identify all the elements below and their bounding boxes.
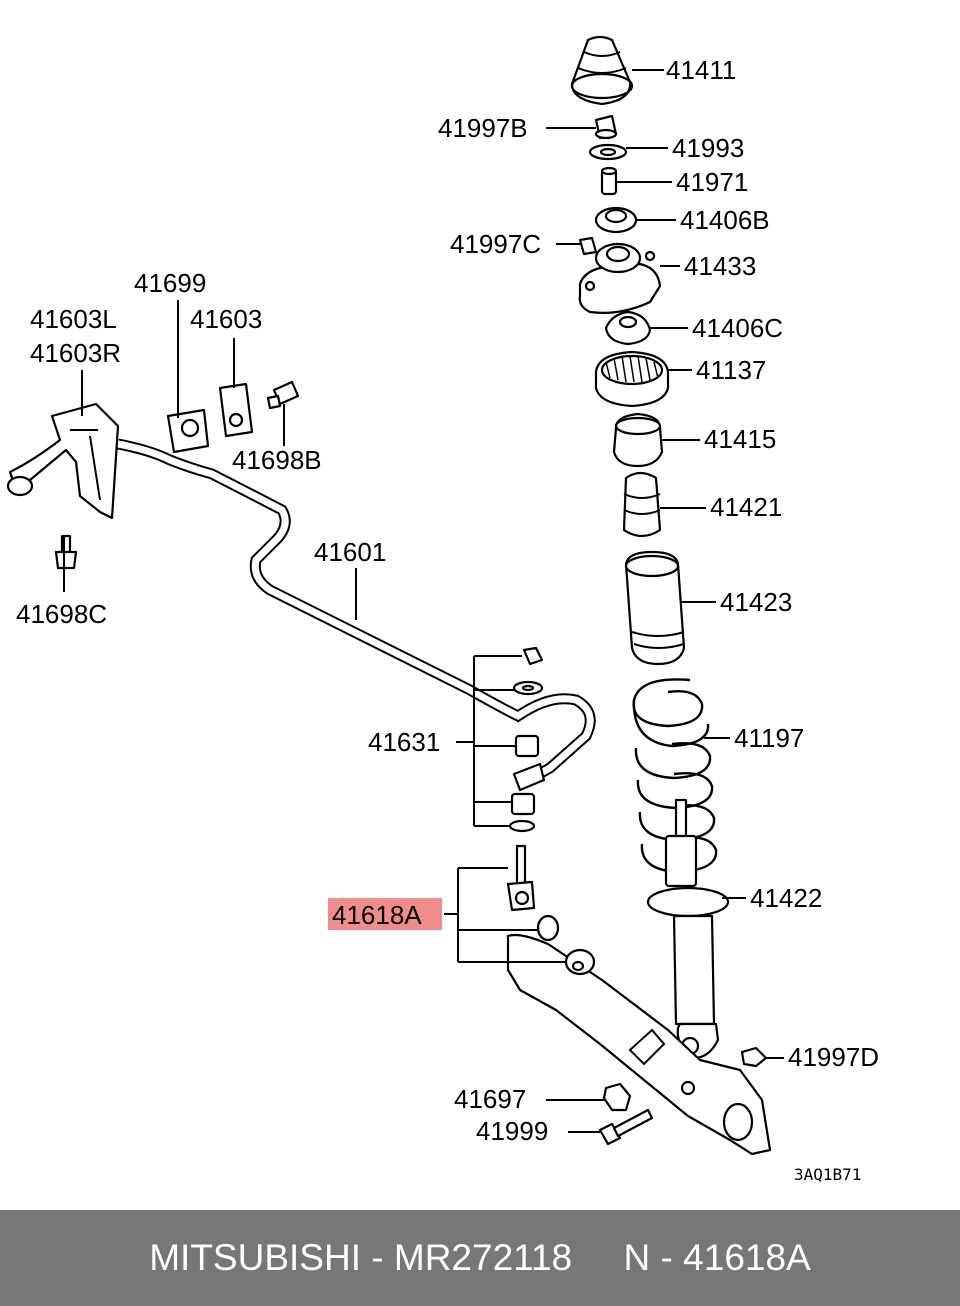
footer-part-number: MR272118 bbox=[393, 1237, 573, 1278]
footer-ref: 41618A bbox=[683, 1237, 811, 1278]
label-41999: 41999 bbox=[476, 1116, 548, 1146]
part-41699-bushing bbox=[166, 408, 210, 454]
label-41603: 41603 bbox=[190, 304, 262, 334]
part-41406C-bushing bbox=[604, 310, 652, 346]
part-41997D-nut bbox=[740, 1046, 768, 1068]
part-41997C-nut bbox=[578, 236, 598, 256]
leader-lines bbox=[63, 69, 784, 1133]
label-41433: 41433 bbox=[684, 251, 756, 281]
label-41601: 41601 bbox=[314, 537, 386, 567]
part-labels: 41411 41997B 41993 41971 41406B 41997C 4… bbox=[16, 55, 879, 1184]
label-41421: 41421 bbox=[710, 492, 782, 522]
footer-bar: MITSUBISHI - MR272118 N - 41618A bbox=[0, 1210, 960, 1306]
part-41993-washer bbox=[588, 143, 628, 161]
label-41697: 41697 bbox=[454, 1084, 526, 1114]
footer-separator-2: - bbox=[650, 1237, 684, 1278]
footer-gap bbox=[572, 1237, 623, 1279]
part-41971-collar bbox=[600, 166, 618, 196]
part-41422-shock bbox=[646, 798, 730, 1060]
part-41411-cap bbox=[570, 35, 634, 106]
part-41603-clamp bbox=[218, 382, 254, 438]
part-41406B-bushing bbox=[594, 206, 638, 234]
part-41997B-nut bbox=[594, 114, 618, 140]
label-41699: 41699 bbox=[134, 268, 206, 298]
part-41197-spring bbox=[632, 678, 718, 874]
label-41422: 41422 bbox=[750, 883, 822, 913]
part-41423-dustcover bbox=[624, 550, 686, 666]
label-41197: 41197 bbox=[734, 723, 804, 753]
part-41999-bolt bbox=[598, 1108, 654, 1146]
label-41423: 41423 bbox=[720, 587, 792, 617]
label-41993: 41993 bbox=[672, 133, 744, 163]
footer-brand: MITSUBISHI bbox=[149, 1237, 361, 1278]
label-41137: 41137 bbox=[696, 355, 766, 385]
label-41997B: 41997B bbox=[438, 113, 528, 143]
parts-diagram: 41411 41997B 41993 41971 41406B 41997C 4… bbox=[6, 35, 879, 1184]
diagram-code: 3AQ1B71 bbox=[794, 1165, 861, 1184]
part-41421-bumpstop bbox=[622, 471, 662, 538]
label-41603R: 41603R bbox=[30, 338, 121, 368]
label-41997C: 41997C bbox=[450, 229, 541, 259]
part-41603L-bracket bbox=[6, 402, 120, 520]
part-knuckle-arm bbox=[506, 933, 772, 1156]
part-41698C-bolt bbox=[54, 534, 78, 570]
highlight-41618A bbox=[328, 898, 442, 930]
label-41406C: 41406C bbox=[692, 313, 783, 343]
label-41971: 41971 bbox=[676, 167, 748, 197]
part-41601-stabilizer-bar bbox=[116, 438, 596, 785]
part-41137-bearing bbox=[594, 350, 670, 408]
label-41411: 41411 bbox=[666, 55, 736, 85]
label-41603L: 41603L bbox=[30, 304, 117, 334]
part-41415-cup bbox=[612, 412, 664, 468]
label-41618A: 41618A bbox=[332, 900, 422, 930]
part-41631-kit bbox=[508, 646, 546, 833]
part-41433-mount bbox=[578, 242, 662, 314]
footer-separator: - bbox=[360, 1237, 394, 1278]
label-41698B: 41698B bbox=[232, 445, 322, 475]
label-41631: 41631 bbox=[368, 727, 440, 757]
footer-prefix: N bbox=[623, 1237, 651, 1278]
label-41698C: 41698C bbox=[16, 599, 107, 629]
part-41697-nut bbox=[602, 1082, 632, 1112]
label-41997D: 41997D bbox=[788, 1042, 879, 1072]
label-41415: 41415 bbox=[704, 424, 776, 454]
part-41618A-link bbox=[506, 844, 596, 976]
label-41406B: 41406B bbox=[680, 205, 770, 235]
part-41698B-bolt bbox=[266, 380, 300, 410]
